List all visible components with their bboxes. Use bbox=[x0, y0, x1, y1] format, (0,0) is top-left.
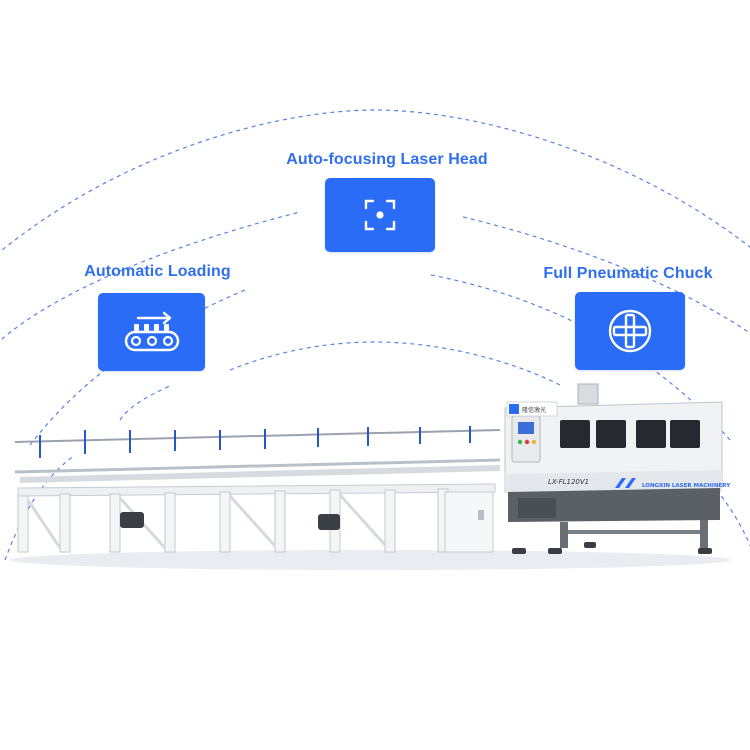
feature-label-pneumatic-chuck: Full Pneumatic Chuck bbox=[543, 265, 713, 282]
feature-tile-pneumatic-chuck bbox=[575, 292, 685, 370]
middle-arc-left bbox=[0, 211, 301, 342]
low-arc-left bbox=[4, 454, 76, 561]
laser-cutting-unit: 隆信激光 LX-FL120V1 LONGXIN LASER MACHINERY bbox=[504, 383, 731, 554]
innermost-arc-left bbox=[119, 384, 173, 421]
model-plate: LX-FL120V1 bbox=[548, 478, 589, 486]
brand-plate: LONGXIN LASER MACHINERY bbox=[642, 483, 731, 489]
tube-laser-cutting-machine: 隆信激光 LX-FL120V1 LONGXIN LASER MACHINERY bbox=[10, 383, 731, 570]
feature-tile-laser-head bbox=[325, 178, 435, 252]
feature-tile-automatic-loading bbox=[98, 293, 205, 371]
low-arc-right bbox=[689, 459, 750, 547]
pneumatic-chuck-icon bbox=[608, 309, 652, 353]
outer-arc bbox=[0, 109, 750, 253]
innermost-arc bbox=[229, 341, 561, 386]
conveyor-loading-icon bbox=[124, 311, 179, 352]
loading-rack bbox=[10, 426, 730, 570]
focus-frame-icon bbox=[364, 199, 396, 231]
feature-label-automatic-loading: Automatic Loading bbox=[84, 263, 231, 280]
feature-label-laser-head: Auto-focusing Laser Head bbox=[286, 151, 488, 168]
brand-badge-text: 隆信激光 bbox=[522, 406, 546, 414]
